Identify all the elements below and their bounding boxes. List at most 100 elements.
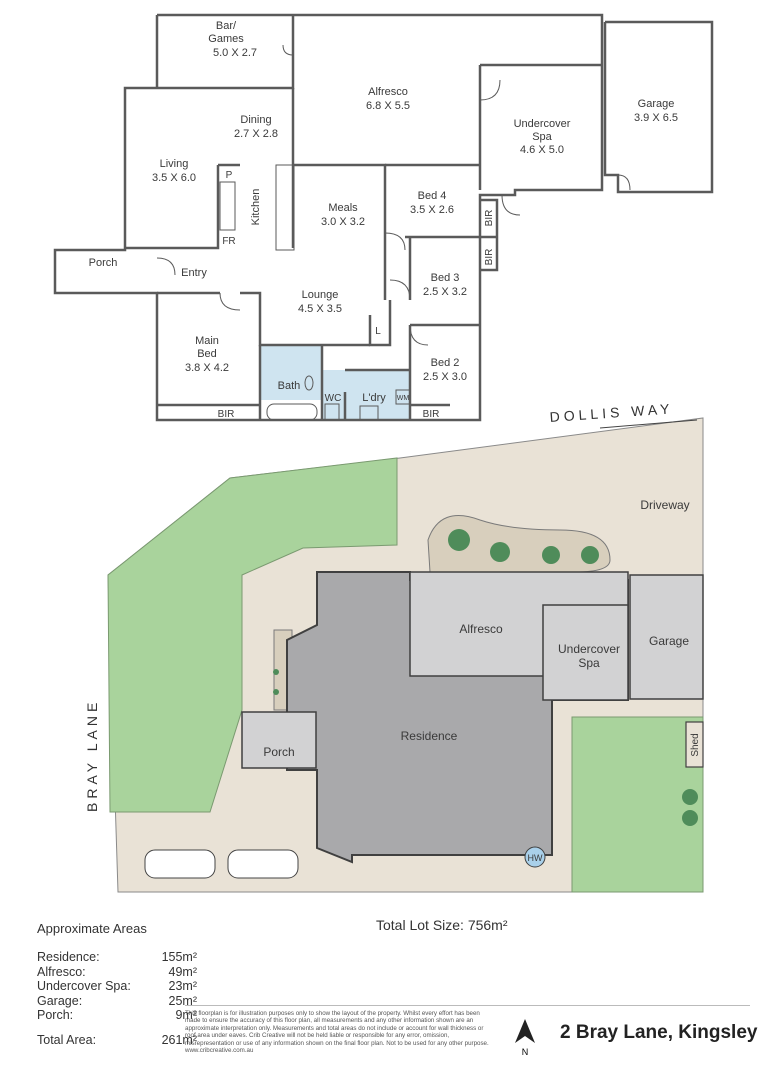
- shed-label: Shed: [690, 733, 701, 756]
- back-lawn: [571, 716, 704, 893]
- bed2-door: [409, 324, 429, 346]
- bar-label: Bar/: [216, 20, 237, 32]
- entry-label: Entry: [181, 267, 207, 279]
- linen-label: L: [375, 326, 381, 337]
- bir-bed2-label: BIR: [423, 409, 440, 420]
- living-label: Living: [160, 158, 189, 170]
- meals-dims: 3.0 X 3.2: [321, 216, 365, 228]
- area-row: Undercover Spa:23m²: [37, 979, 197, 994]
- bed3-dims: 2.5 X 3.2: [423, 286, 467, 298]
- bed4-ext-door: [501, 194, 521, 216]
- bed3-door: [389, 279, 411, 301]
- kitchen-wall: [125, 165, 220, 250]
- spa-label: Undercover: [514, 118, 571, 130]
- main-bed-door: [219, 292, 241, 311]
- meals-wall: [294, 163, 387, 300]
- porch-roof: [241, 711, 317, 769]
- lounge-bottom: [240, 291, 370, 347]
- garage-door: [617, 174, 631, 191]
- area-label: Garage:: [37, 993, 83, 1008]
- room-labels: Bar/ Games 5.0 X 2.7 Alfresco 6.8 X 5.5 …: [89, 20, 678, 420]
- car-icon: [227, 849, 299, 879]
- vanity-basin: [304, 375, 314, 391]
- residence-label: Residence: [401, 729, 458, 743]
- areas-title: Approximate Areas: [37, 921, 147, 936]
- site-plan: Driveway Alfresco Undercover Spa Garage …: [84, 400, 704, 893]
- kitchen-island: [275, 164, 295, 251]
- floor-and-site-plan: Bar/ Games 5.0 X 2.7 Alfresco 6.8 X 5.5 …: [53, 13, 714, 893]
- north-arrow-icon: N: [515, 1019, 535, 1057]
- total-area-label: Total Area:: [37, 1032, 97, 1047]
- area-value: 49m²: [168, 964, 197, 979]
- bath-label: Bath: [278, 380, 301, 392]
- site-spa-label-2: Spa: [578, 656, 600, 670]
- area-row: Residence:155m²: [37, 950, 197, 965]
- lounge-label: Lounge: [302, 289, 339, 301]
- alfresco-label: Alfresco: [368, 86, 408, 98]
- site-alfresco-label: Alfresco: [459, 622, 503, 636]
- bed4-dims: 3.5 X 2.6: [410, 204, 454, 216]
- bed4-door: [384, 232, 406, 251]
- garage-label: Garage: [638, 98, 675, 110]
- bir-bed4-label: BIR: [484, 210, 495, 227]
- garage-roof: [629, 574, 704, 700]
- area-row: Garage: 25m²: [37, 994, 197, 1009]
- hw-label: HW: [528, 853, 543, 863]
- trees: [273, 529, 698, 826]
- bed4-label: Bed 4: [418, 190, 447, 202]
- shrub-icon: [273, 689, 279, 695]
- bed2-label: Bed 2: [431, 357, 460, 369]
- areas-table: Approximate Areas Residence:155m² Alfres…: [37, 921, 197, 1048]
- spa-dims: 4.6 X 5.0: [520, 144, 564, 156]
- bir-bed3-label: BIR: [484, 249, 495, 266]
- disclaimer-text: This floorplan is for illustration purpo…: [185, 1010, 489, 1047]
- area-row: Porch: 9m²: [37, 1008, 197, 1023]
- laundry-label: L'dry: [362, 392, 386, 404]
- main-bed-label: Main: [195, 335, 219, 347]
- floor-plan: [53, 13, 714, 422]
- driveway-arrow-icon: [599, 419, 698, 429]
- entry-door: [156, 257, 176, 276]
- fridge-label: FR: [222, 236, 235, 247]
- area-label: Alfresco:: [37, 964, 86, 979]
- dining-dims: 2.7 X 2.8: [234, 128, 278, 140]
- pantry-label: P: [226, 170, 233, 181]
- bar-dims: 5.0 X 2.7: [213, 47, 257, 59]
- main-bed-label-2: Bed: [197, 348, 217, 360]
- cars: [144, 849, 299, 879]
- tree-icon: [682, 789, 698, 805]
- shrub-icon: [273, 669, 279, 675]
- shed: [685, 721, 704, 768]
- wc-label: WC: [325, 393, 342, 404]
- area-value: 9m²: [175, 1008, 197, 1023]
- area-label: Porch:: [37, 1008, 74, 1023]
- north-label: N: [522, 1047, 529, 1057]
- bed3-label: Bed 3: [431, 272, 460, 284]
- laundry-tiles: [322, 370, 410, 420]
- main-bed-dims: 3.8 X 4.2: [185, 362, 229, 374]
- spa-label-2: Spa: [532, 131, 552, 143]
- front-lawn: [107, 457, 398, 813]
- area-total-row: Total Area:261m²: [37, 1033, 197, 1048]
- tree-icon: [581, 546, 599, 564]
- kitchen-bench: [219, 181, 236, 231]
- area-value: 23m²: [168, 979, 197, 994]
- wm-label: WM: [397, 395, 410, 402]
- bir-bed4: [480, 198, 499, 272]
- website-text: www.cribcreative.com.au: [185, 1047, 254, 1055]
- lounge-dims: 4.5 X 3.5: [298, 303, 342, 315]
- footer-divider: [185, 1005, 750, 1006]
- tree-icon: [682, 810, 698, 826]
- outer-wall: [53, 13, 604, 422]
- toilet: [324, 403, 340, 421]
- bed2-dims: 2.5 X 3.0: [423, 371, 467, 383]
- bir-main-label: BIR: [218, 409, 235, 420]
- bathtub: [266, 403, 318, 421]
- spa-door: [479, 79, 501, 101]
- area-value: 25m²: [168, 993, 197, 1008]
- linen-wall: [368, 300, 392, 347]
- spa-roof: [542, 604, 629, 701]
- bath-tiles: [260, 346, 322, 400]
- property-address: 2 Bray Lane, Kingsley: [560, 1022, 758, 1043]
- street-left-label: BRAY LANE: [84, 699, 100, 812]
